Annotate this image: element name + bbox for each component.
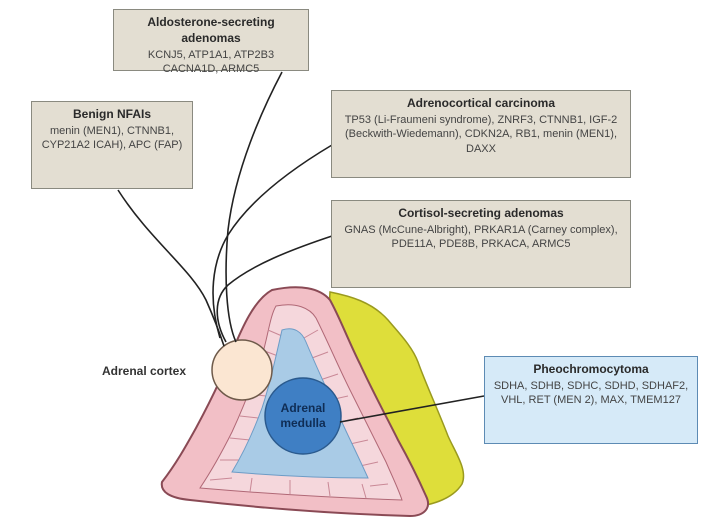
- adrenocortical-carcinoma-title: Adrenocortical carcinoma: [338, 96, 624, 112]
- aldosterone-adenoma-title: Aldosterone-secreting adenomas: [120, 15, 302, 47]
- aldosterone-adenoma-box: Aldosterone-secreting adenomas KCNJ5, AT…: [113, 9, 309, 71]
- cortisol-adenoma-genes: GNAS (McCune-Albright), PRKAR1A (Carney …: [338, 223, 624, 252]
- adrenal-cortex-label: Adrenal cortex: [102, 364, 186, 378]
- benign-nfai-title: Benign NFAIs: [38, 107, 186, 123]
- benign-nfai-genes: menin (MEN1), CTNNB1, CYP21A2 ICAH), APC…: [38, 124, 186, 153]
- pheochromocytoma-title: Pheochromocytoma: [491, 362, 691, 378]
- cortisol-adenoma-title: Cortisol-secreting adenomas: [338, 206, 624, 222]
- pheochromocytoma-genes: SDHA, SDHB, SDHC, SDHD, SDHAF2, VHL, RET…: [491, 379, 691, 408]
- cortisol-adenoma-box: Cortisol-secreting adenomas GNAS (McCune…: [331, 200, 631, 288]
- adrenal-cortex-circle: [212, 340, 272, 400]
- adrenal-medulla-label: Adrenal medulla: [270, 401, 336, 431]
- aldosterone-adenoma-genes: KCNJ5, ATP1A1, ATP2B3 CACNA1D, ARMC5: [120, 48, 302, 77]
- adrenocortical-carcinoma-genes: TP53 (Li-Fraumeni syndrome), ZNRF3, CTNN…: [338, 113, 624, 157]
- benign-nfai-box: Benign NFAIs menin (MEN1), CTNNB1, CYP21…: [31, 101, 193, 189]
- adrenocortical-carcinoma-box: Adrenocortical carcinoma TP53 (Li-Fraume…: [331, 90, 631, 178]
- pheochromocytoma-box: Pheochromocytoma SDHA, SDHB, SDHC, SDHD,…: [484, 356, 698, 444]
